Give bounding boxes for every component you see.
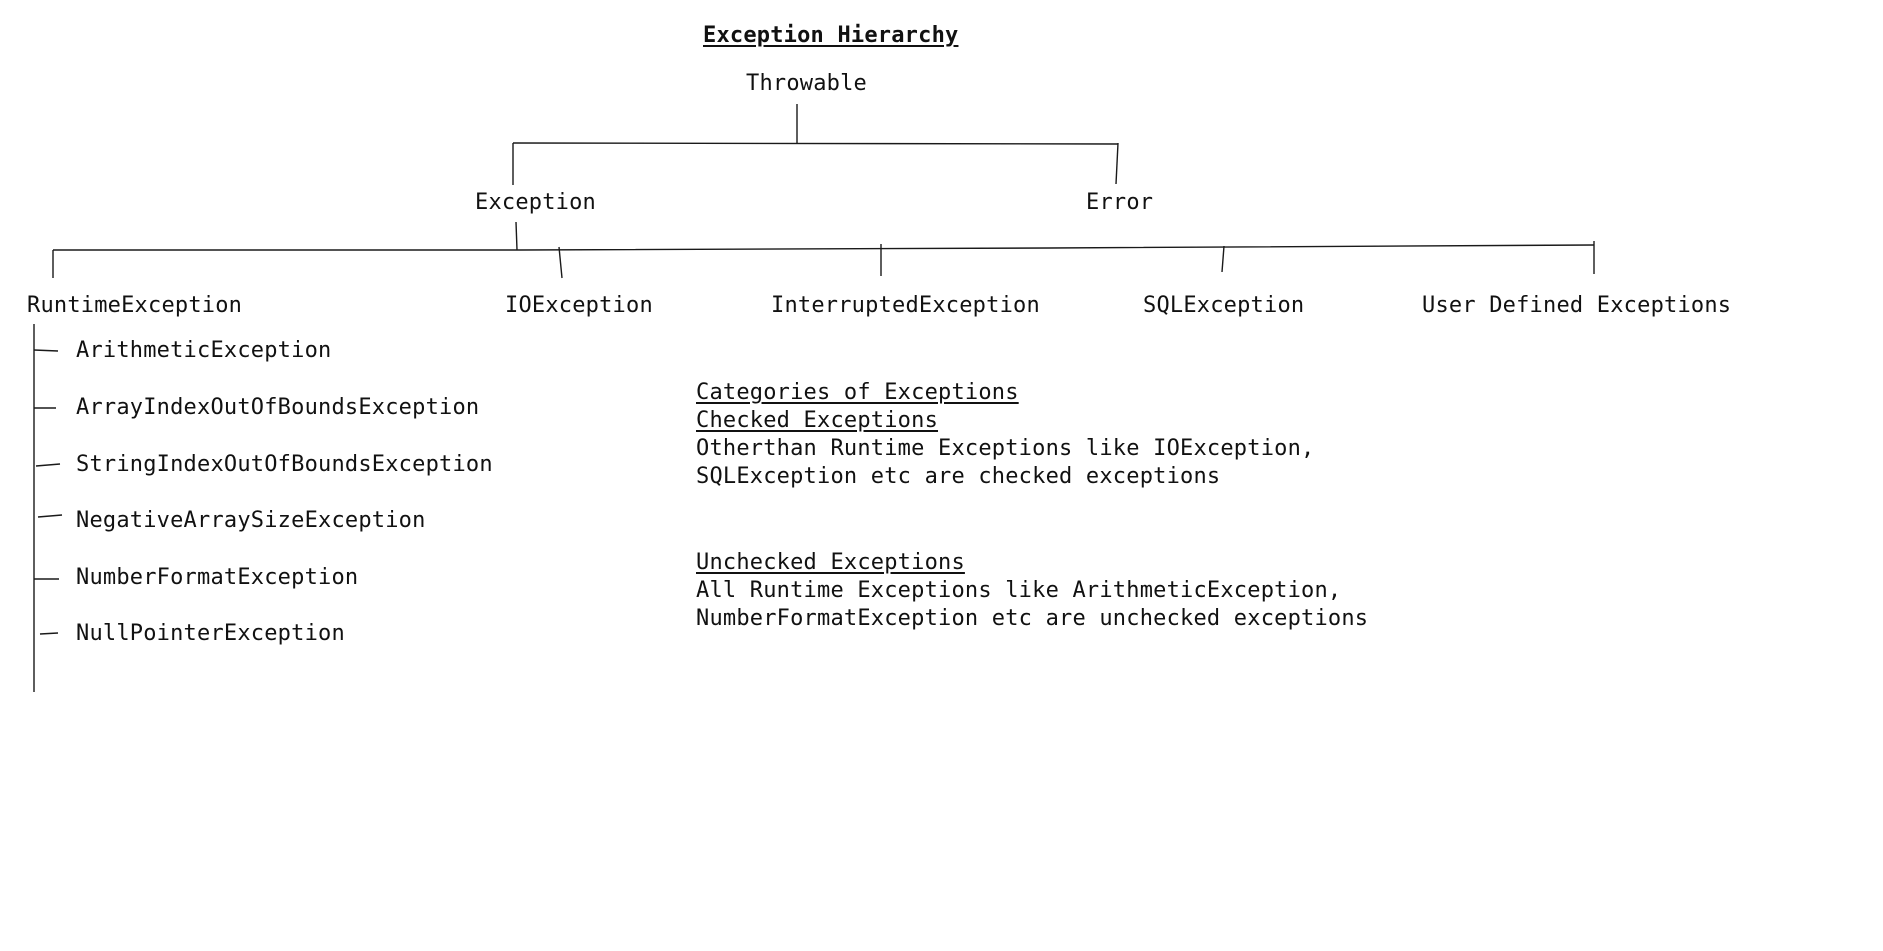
checked-description-line2: SQLException etc are checked exceptions — [696, 464, 1221, 489]
unchecked-description-line1: All Runtime Exceptions like ArithmeticEx… — [696, 578, 1342, 603]
checked-heading: Checked Exceptions — [696, 408, 939, 433]
unchecked-description-line2: NumberFormatException etc are unchecked … — [696, 606, 1369, 631]
error-drop-line — [1115, 142, 1119, 185]
exception-stem-line — [515, 221, 518, 251]
node-number-format-exception: NumberFormatException — [76, 565, 359, 590]
node-negative-array-size: NegativeArraySizeException — [76, 508, 426, 533]
throwable-branch-line — [512, 142, 1119, 145]
diagram-title: Exception Hierarchy — [703, 23, 959, 48]
node-user-defined-exceptions: User Defined Exceptions — [1422, 293, 1732, 318]
checked-description-line1: Otherthan Runtime Exceptions like IOExce… — [696, 436, 1315, 461]
node-interrupted-exception: InterruptedException — [771, 293, 1040, 318]
node-null-pointer-exception: NullPointerException — [76, 621, 345, 646]
sql-drop-line — [1221, 245, 1225, 273]
node-io-exception: IOException — [505, 293, 653, 318]
node-runtime-exception: RuntimeException — [27, 293, 243, 318]
node-throwable: Throwable — [746, 71, 868, 96]
unchecked-heading: Unchecked Exceptions — [696, 550, 965, 575]
tick-null-pointer — [39, 632, 59, 635]
io-drop-line — [558, 246, 563, 279]
tick-negative-array — [37, 514, 63, 518]
node-exception: Exception — [475, 190, 597, 215]
node-arithmetic-exception: ArithmeticException — [76, 338, 332, 363]
node-array-index-out-of-bounds: ArrayIndexOutOfBoundsException — [76, 395, 480, 420]
categories-heading: Categories of Exceptions — [696, 380, 1019, 405]
tick-string-index — [35, 463, 61, 467]
tick-arithmetic — [33, 349, 59, 352]
node-string-index-out-of-bounds: StringIndexOutOfBoundsException — [76, 452, 493, 477]
node-error: Error — [1086, 190, 1154, 215]
node-sql-exception: SQLException — [1143, 293, 1305, 318]
exception-branch-line — [53, 244, 1595, 251]
